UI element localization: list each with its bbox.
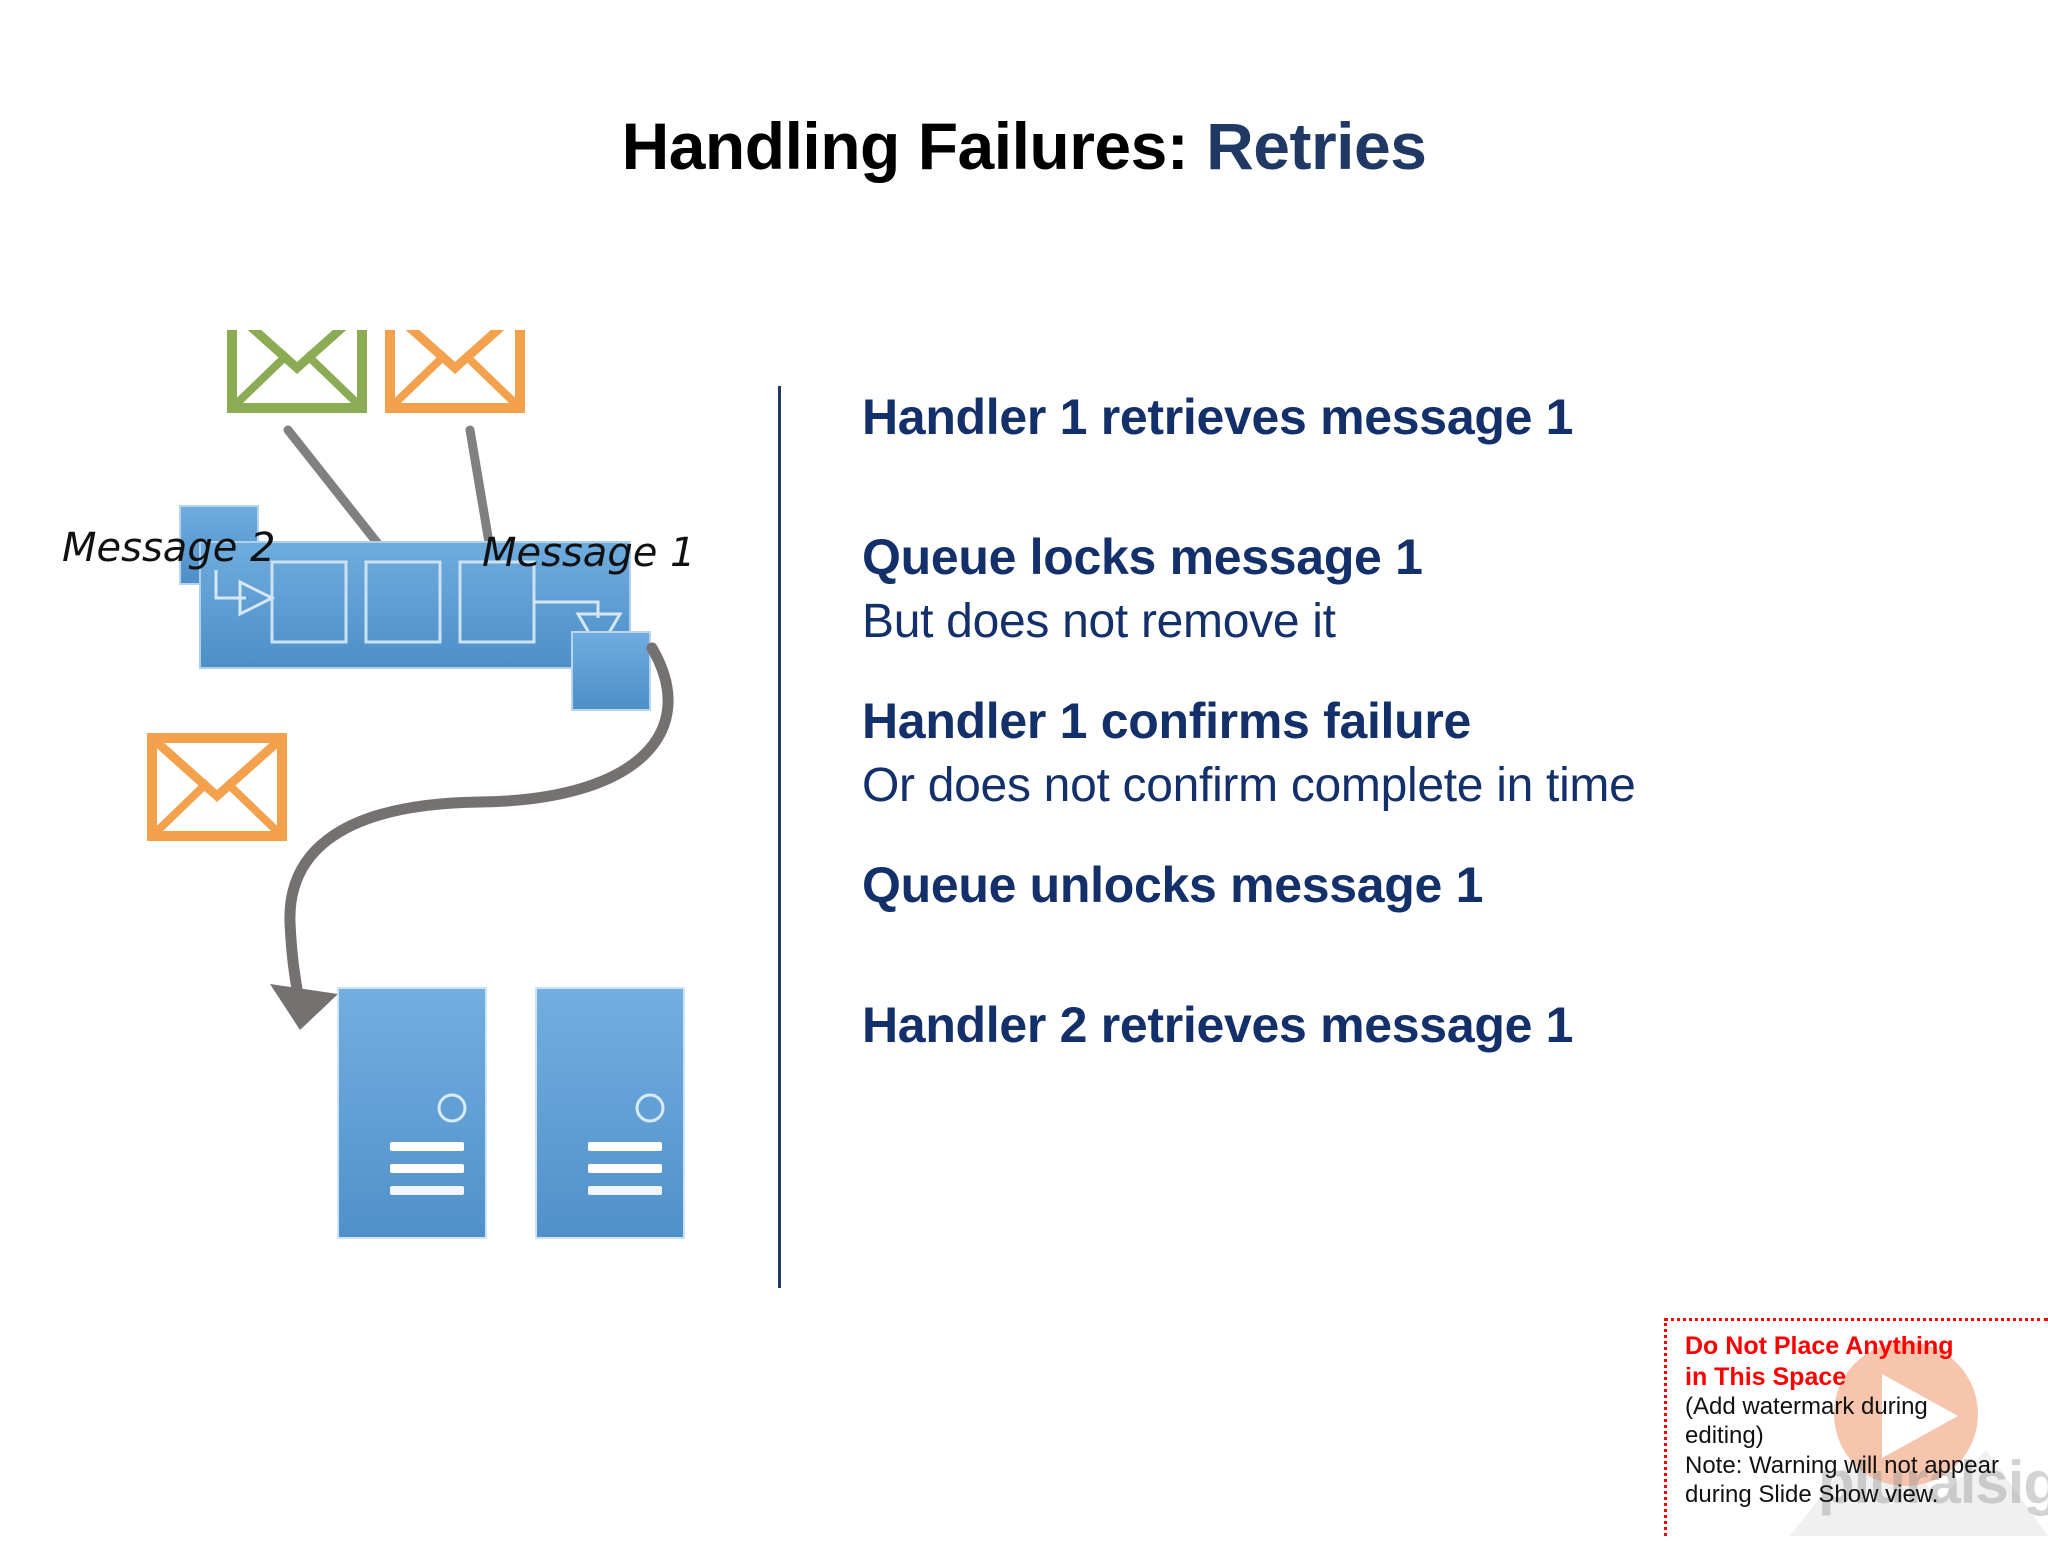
warning-line-1: Do Not Place Anything: [1685, 1332, 1954, 1360]
queue-slot: [270, 560, 348, 644]
step-heading: Handler 2 retrieves message 1: [862, 997, 1574, 1053]
message-1-label: Message 1: [482, 530, 696, 576]
warning-line-2: in This Space: [1685, 1362, 1847, 1391]
warning-line-4: editing): [1685, 1422, 1764, 1450]
list-item: Handler 2 retrieves message 1: [862, 996, 1982, 1054]
message-queue-diagram: [0, 330, 780, 1400]
queue-output-box: [571, 631, 651, 711]
page-title: Handling Failures: Retries: [0, 108, 2048, 184]
step-heading: Handler 1 confirms failure: [862, 693, 1472, 749]
vertical-divider: [778, 386, 781, 1288]
step-subtext: Or does not confirm complete in time: [862, 759, 1636, 812]
warning-line-6: during Slide Show view.: [1685, 1480, 1939, 1508]
step-heading: Queue unlocks message 1: [862, 857, 1484, 913]
list-item: Handler 1 confirms failure Or does not c…: [862, 692, 1982, 816]
queue-graphic: [179, 505, 651, 711]
spacer: [862, 914, 1982, 956]
redelivery-curved-arrow: [270, 642, 674, 1030]
page-title-main: Handling Failures:: [621, 109, 1189, 183]
page-title-accent: Retries: [1206, 109, 1427, 183]
handler-2-server-icon: [535, 987, 685, 1239]
warning-line-3: (Add watermark during: [1685, 1393, 1928, 1420]
do-not-place-warning-box: Do Not Place Anything in This Space (Add…: [1664, 1318, 2048, 1536]
handler-1-server-icon: [337, 987, 487, 1239]
steps-list: Handler 1 retrieves message 1 Queue lock…: [862, 388, 1982, 1054]
list-item: Handler 1 retrieves message 1: [862, 388, 1982, 488]
step-heading: Queue locks message 1: [862, 529, 1423, 585]
message-2-envelope-icon: [227, 330, 367, 413]
queue-inbound-arrow: [214, 570, 276, 617]
queue-slot: [364, 560, 442, 644]
spacer: [862, 446, 1982, 488]
requeued-message-envelope-icon: [147, 733, 287, 841]
message-2-label: Message 2: [62, 525, 276, 571]
list-item: Queue locks message 1 But does not remov…: [862, 528, 1982, 652]
step-subtext: But does not remove it: [862, 595, 1336, 648]
message-1-envelope-icon: [385, 330, 525, 413]
step-heading: Handler 1 retrieves message 1: [862, 389, 1574, 445]
warning-line-5: Note: Warning will not appear: [1685, 1451, 1999, 1479]
list-item: Queue unlocks message 1: [862, 856, 1982, 956]
